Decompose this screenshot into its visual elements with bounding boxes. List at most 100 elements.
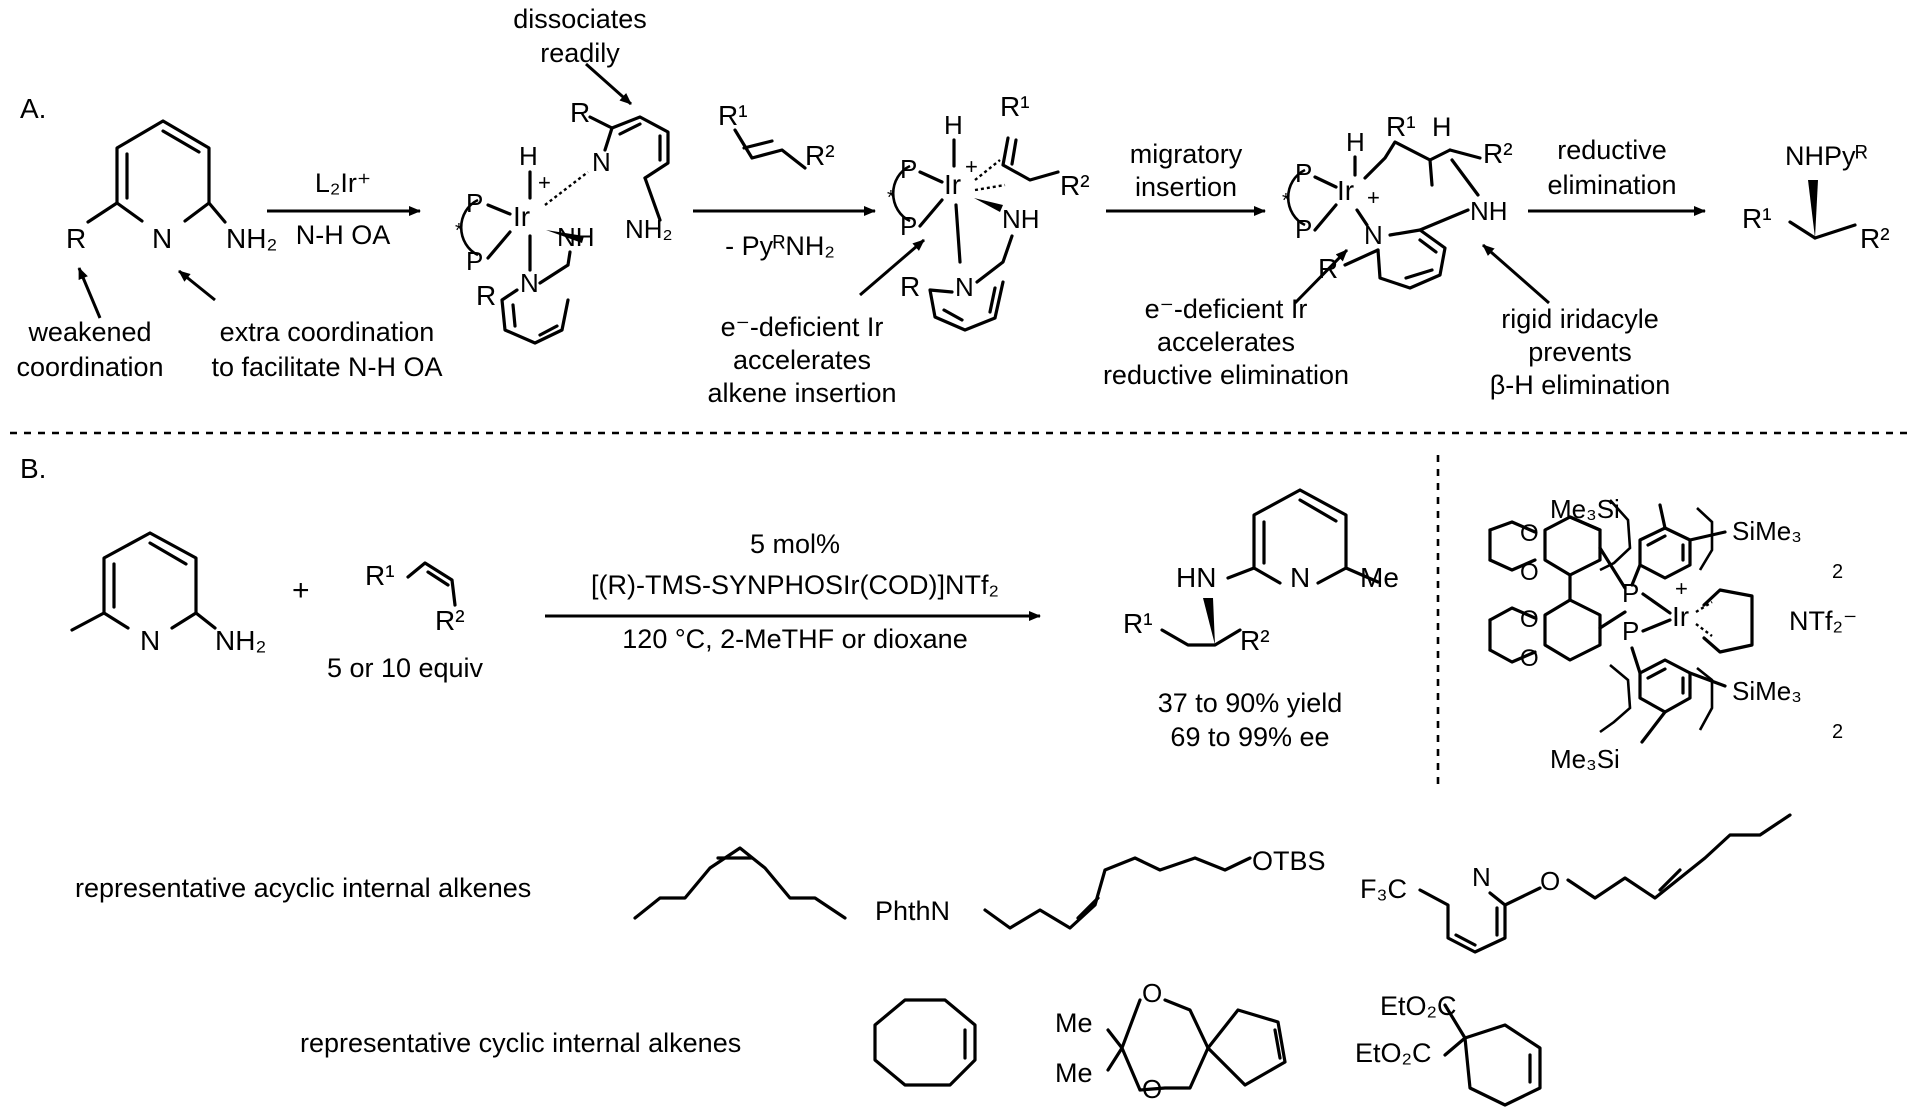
arrow-step-1: L₂Ir⁺ N-H OA [267, 168, 421, 250]
arrow-step-4: reductive elimination [1528, 135, 1706, 216]
substrate-r-group: R [66, 223, 86, 254]
cat-sub-2-top: 2 [1832, 561, 1843, 583]
arrow-step-3: migratory insertion [1106, 139, 1266, 216]
note-weakened-line2: coordination [16, 352, 163, 382]
cat-charge: + [1675, 576, 1688, 601]
step3-line1: migratory [1130, 139, 1243, 169]
cyclic-label: representative cyclic internal alkenes [300, 1028, 741, 1058]
arrow-reaction-b: 5 mol% [(R)-TMS-SYNPHOSIr(COD)]NTf₂ 120 … [545, 529, 1041, 654]
c3-NH: NH [1470, 196, 1508, 226]
iridium-complex-2: * P P Ir H + R¹ R² NH N R e⁻-deficient I… [707, 91, 1089, 408]
c2-star: * [887, 187, 895, 209]
sm-aminomethylpyridine: N NH₂ [70, 531, 266, 656]
c3-note-left-line2: accelerates [1157, 327, 1295, 357]
c1-iridium: Ir [513, 201, 530, 232]
c3-star: * [1282, 190, 1290, 212]
cat-tms-right-1: SiMe₃ [1732, 516, 1802, 546]
c1-p-top: P [466, 188, 483, 218]
cat-O-1: O [1520, 520, 1539, 547]
c1-lower-NH: NH [557, 222, 595, 252]
cat-tms-top: Me₃Si [1550, 494, 1620, 524]
panel-b-label: B. [20, 453, 46, 484]
product-b-HN: HN [1176, 562, 1216, 593]
product-amine: NHPyᴿ [1785, 141, 1868, 171]
note-weakened-line1: weakened [27, 317, 151, 347]
cat-Ir: Ir [1672, 601, 1689, 632]
c3-hydride: H [1346, 127, 1365, 157]
iridium-complex-3: * P P Ir H + R¹ H R² NH N R e⁻ [1103, 111, 1670, 400]
c1-upper-N: N [592, 147, 611, 177]
c1-upper-amine: NH₂ [625, 214, 673, 244]
c2-NH: NH [1002, 204, 1040, 234]
iridium-complex-1: * P P Ir H + N R NH₂ dissociates readily… [455, 4, 673, 345]
oct-4-ene [633, 846, 847, 920]
c2-note-line2: accelerates [733, 345, 871, 375]
alkene-equiv: 5 or 10 equiv [327, 653, 484, 683]
note-extra-line1: extra coordination [220, 317, 435, 347]
product-b-R1: R¹ [1123, 608, 1153, 639]
c3-note-right-line3: β-H elimination [1490, 370, 1671, 400]
step2-label: - PyᴿNH₂ [725, 231, 835, 261]
c1-star: * [455, 220, 463, 242]
c2-iridium: Ir [944, 169, 961, 200]
c3-R2: R² [1483, 138, 1513, 169]
sm-NH2: NH₂ [215, 625, 266, 656]
c3-N: N [1364, 220, 1383, 250]
step4-line1: reductive [1557, 135, 1667, 165]
c1-lower-N: N [520, 268, 539, 298]
substrate-aminopyridine: R N NH₂ weakened coordination extra coor… [16, 119, 443, 382]
substrate-amine: NH₂ [226, 223, 277, 254]
sm-N: N [140, 625, 160, 656]
c1-upper-R: R [570, 97, 590, 128]
cyclic-o-1: O [1142, 978, 1162, 1008]
c3-p-top: P [1295, 158, 1312, 188]
cf3-label: F₃C [1360, 874, 1407, 904]
cat-P-top: P [1622, 578, 1639, 608]
c3-iridium: Ir [1337, 175, 1354, 206]
sm-alkene-R1: R¹ [365, 560, 395, 591]
cyclic-me-2: Me [1055, 1058, 1093, 1088]
c2-N: N [955, 272, 974, 302]
panel-b: B. N NH₂ + R¹ R² 5 or 10 equiv 5 mol% [(… [20, 453, 1857, 1107]
c3-charge: + [1367, 185, 1380, 210]
cat-O-3: O [1520, 606, 1539, 633]
c2-charge: + [965, 154, 978, 179]
c1-note-line2: readily [540, 38, 620, 68]
acyclic-alkenes-row: representative acyclic internal alkenes … [75, 813, 1792, 954]
c2-p-top: P [900, 154, 917, 184]
arrow-step-2: R¹ R² - PyᴿNH₂ [693, 100, 876, 261]
cycloheptene [873, 998, 977, 1087]
c3-H: H [1432, 112, 1452, 142]
ee-range: 69 to 99% ee [1170, 722, 1329, 752]
catalyst-loading: 5 mol% [750, 529, 840, 559]
c2-hydride: H [944, 110, 963, 140]
c2-R2: R² [1060, 170, 1090, 201]
reaction-conditions: 120 °C, 2-MeTHF or dioxane [622, 624, 967, 654]
plus-sign: + [292, 574, 310, 607]
step2-alkene-R1: R¹ [718, 100, 748, 131]
c3-note-right-line2: prevents [1528, 337, 1632, 367]
note-extra-line2: to facilitate N-H OA [211, 352, 442, 382]
cyclic-ester-2: EtO₂C [1355, 1038, 1432, 1068]
cat-P-bottom: P [1622, 616, 1639, 646]
chiral-amine-product: NHPyᴿ R¹ R² [1742, 141, 1890, 254]
c3-note-right-line1: rigid iridacyle [1501, 304, 1659, 334]
panel-a-label: A. [20, 93, 46, 124]
c2-note-line1: e⁻-deficient Ir [721, 312, 884, 342]
cat-tms-bottom: Me₃Si [1550, 744, 1620, 774]
product-b-N: N [1290, 562, 1310, 593]
c2-p-bottom: P [900, 211, 917, 241]
product-b-Me: Me [1360, 562, 1399, 593]
panel-a: A. R N NH₂ weakened coordination extra c… [16, 4, 1889, 408]
otbs-label: OTBS [1252, 846, 1326, 876]
acyclic-label: representative acyclic internal alkenes [75, 873, 531, 903]
c1-charge: + [538, 170, 551, 195]
cat-sub-2-bottom: 2 [1832, 721, 1843, 743]
cat-O-2: O [1520, 559, 1539, 586]
substrate-nitrogen: N [152, 223, 172, 254]
product-b: N Me HN R¹ R² 37 to 90% yield 69 to 99% … [1123, 488, 1399, 752]
step1-label: N-H OA [296, 220, 391, 250]
c1-note-line1: dissociates [513, 4, 647, 34]
cat-O-4: O [1520, 645, 1539, 672]
